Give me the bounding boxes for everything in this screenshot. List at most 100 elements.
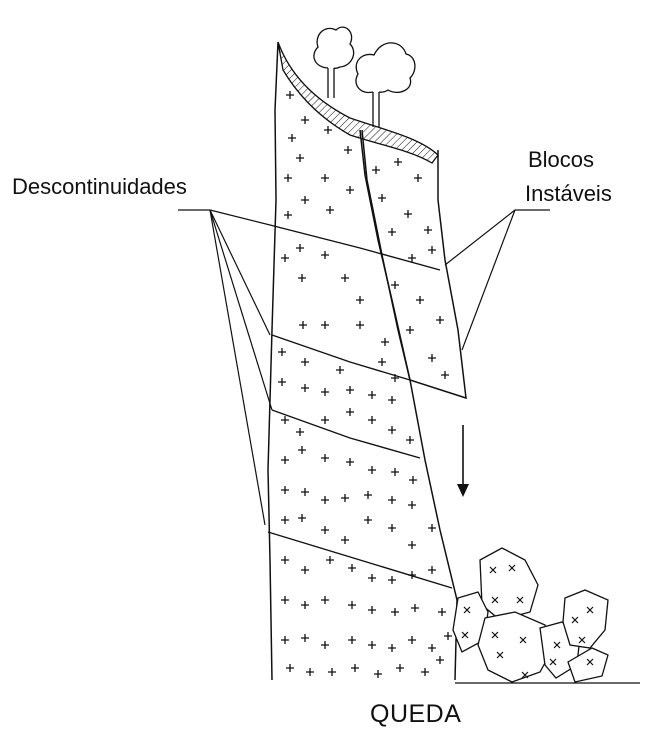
plus-symbol [321, 496, 329, 504]
fallen-rocks [453, 548, 608, 682]
plus-symbol [368, 574, 376, 582]
plus-symbol [281, 456, 289, 464]
plus-symbol [281, 516, 289, 524]
plus-symbol [321, 251, 329, 259]
plus-symbol [298, 446, 306, 454]
plus-symbol [428, 246, 436, 254]
unstable-blocks-leader-lines [445, 210, 550, 350]
plus-symbol [368, 606, 376, 614]
cliff-left-face [268, 42, 278, 680]
plus-symbol [374, 670, 382, 678]
plus-symbol [346, 386, 354, 394]
plus-symbol [286, 664, 294, 672]
plus-symbol [372, 166, 380, 174]
plus-symbol [428, 644, 436, 652]
plus-symbol [296, 428, 304, 436]
plus-symbol [328, 668, 336, 676]
plus-symbol [301, 488, 309, 496]
arrow-down-icon [457, 425, 469, 497]
plus-symbol [301, 566, 309, 574]
plus-symbol [281, 596, 289, 604]
plus-symbol [321, 526, 329, 534]
plus-symbol [368, 466, 376, 474]
plus-symbol [378, 194, 386, 202]
plus-symbol [368, 391, 376, 399]
plus-symbol [438, 608, 446, 616]
plus-symbol [341, 494, 349, 502]
plus-symbol [409, 476, 417, 484]
plus-symbol [394, 158, 402, 166]
plus-symbol [396, 664, 404, 672]
plus-symbol [406, 326, 414, 334]
plus-symbol [406, 436, 414, 444]
tree-icon [356, 43, 415, 127]
plus-symbol [284, 174, 292, 182]
plus-symbol [356, 321, 364, 329]
plus-symbol [324, 126, 332, 134]
plus-symbol [321, 641, 329, 649]
fall-label: QUEDA [370, 702, 461, 727]
plus-symbol [416, 296, 424, 304]
plus-symbol [321, 596, 329, 604]
plus-symbol [284, 211, 292, 219]
plus-symbol [351, 664, 359, 672]
plus-symbol [346, 458, 354, 466]
plus-symbol [348, 564, 356, 572]
plus-symbol [428, 566, 436, 574]
plus-symbol [298, 274, 306, 282]
plus-symbol [408, 541, 416, 549]
plus-symbol [388, 228, 396, 236]
plus-symbol [368, 641, 376, 649]
plus-symbol [281, 416, 289, 424]
plus-symbol [301, 384, 309, 392]
plus-symbol [441, 371, 449, 379]
plus-symbol [281, 486, 289, 494]
plus-symbol [428, 354, 436, 362]
plus-symbol [336, 366, 344, 374]
plus-symbol [341, 536, 349, 544]
plus-symbol [356, 296, 364, 304]
plus-symbol [278, 348, 286, 356]
plus-symbol [404, 210, 412, 218]
plus-symbol [388, 396, 396, 404]
plus-symbol [288, 134, 296, 142]
plus-symbol [301, 634, 309, 642]
plus-symbol [381, 338, 389, 346]
discontinuities-label: Descontinuidades [12, 176, 187, 198]
plus-symbol [306, 668, 314, 676]
plus-symbol [348, 636, 356, 644]
plus-symbol [436, 656, 444, 664]
plus-symbol [281, 636, 289, 644]
plus-symbol [281, 254, 289, 262]
plus-symbol [299, 321, 307, 329]
plus-symbol [346, 408, 354, 416]
plus-symbol [321, 321, 329, 329]
plus-symbol [298, 514, 306, 522]
plus-symbol [408, 254, 416, 262]
plus-symbol [286, 91, 294, 99]
plus-symbol [341, 274, 349, 282]
plus-symbol [391, 468, 399, 476]
plus-symbol [326, 206, 334, 214]
plus-symbol [346, 186, 354, 194]
plus-symbol [444, 632, 452, 640]
plus-symbol [436, 316, 444, 324]
plus-symbol [414, 174, 422, 182]
plus-symbol [388, 576, 396, 584]
unstable-blocks-label-line1: Blocos [528, 149, 594, 171]
plus-symbol [364, 516, 372, 524]
plus-symbol [301, 601, 309, 609]
plus-symbol [321, 174, 329, 182]
plus-symbol [296, 244, 304, 252]
discontinuities-leader-lines [178, 210, 272, 525]
discontinuity-lines [268, 225, 452, 588]
plus-symbol [344, 146, 352, 154]
plus-symbol [281, 556, 289, 564]
plus-symbol [408, 571, 416, 579]
plus-symbol [301, 116, 309, 124]
plus-symbol [321, 388, 329, 396]
plus-symbol [378, 358, 386, 366]
plus-symbol [388, 524, 396, 532]
tree-icon [314, 27, 354, 98]
plus-symbol [368, 416, 376, 424]
